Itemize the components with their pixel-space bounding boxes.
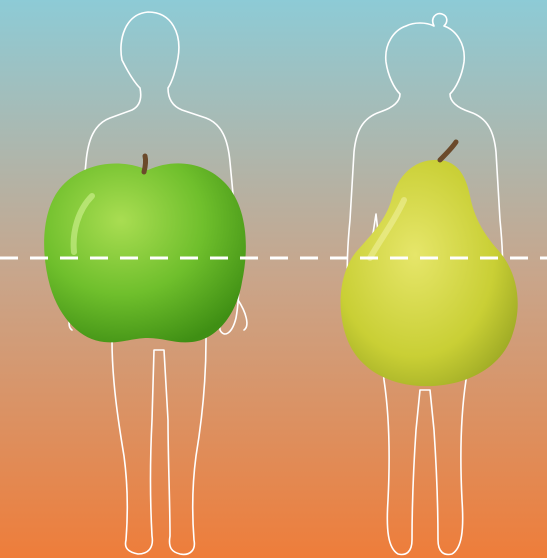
pear-stem	[440, 142, 456, 160]
pear-overlay	[341, 142, 518, 386]
pear-body	[341, 160, 518, 386]
apple-stem	[144, 156, 146, 172]
apple-overlay	[44, 156, 246, 342]
